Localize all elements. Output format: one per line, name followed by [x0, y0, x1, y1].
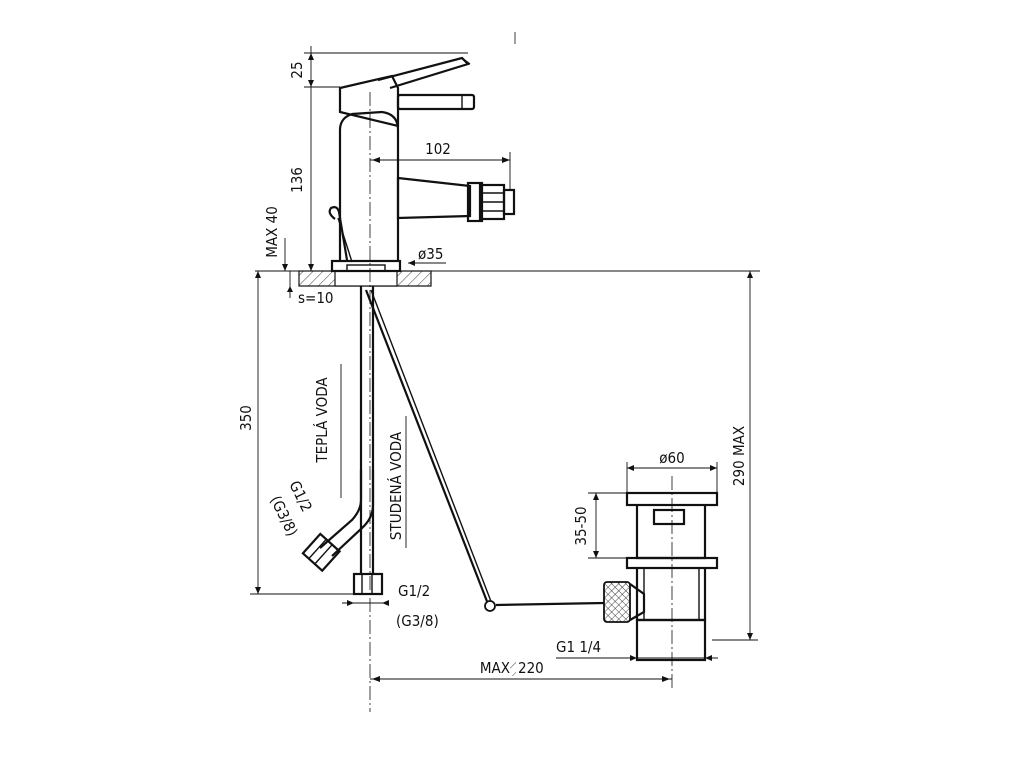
- dim-drain-adjust-text: 35-50: [572, 506, 590, 545]
- drain-rod: [364, 289, 605, 612]
- dimension-max-reach: MAX 220: [370, 659, 672, 682]
- cold-water-text: STUDENÁ VODA: [386, 431, 405, 540]
- dimension-total-height: 290 MAX: [712, 271, 758, 641]
- dimension-deck-thickness: s=10: [287, 271, 334, 307]
- dim-hose-length-text: 350: [237, 405, 255, 431]
- faucet-body: [330, 56, 476, 273]
- dimension-spout-height: 136: [288, 92, 314, 271]
- dimension-hose-length: 350: [237, 271, 354, 595]
- hot-water-text: TEPLÁ VODA: [312, 377, 331, 464]
- dimension-max-deck: MAX 40: [263, 206, 288, 271]
- dimension-spout-reach: 102: [370, 140, 511, 190]
- dim-base-diameter-text: ø35: [418, 245, 443, 263]
- dim-drain-thread-text: G1 1/4: [556, 638, 601, 656]
- dimension-drain-adjust: 35-50: [572, 492, 627, 559]
- dim-drain-diameter-text: ø60: [659, 449, 684, 467]
- spout: [396, 176, 516, 223]
- popup-lever: [328, 206, 353, 263]
- cold-water-label: STUDENÁ VODA: [386, 416, 407, 548]
- countertop: [255, 270, 760, 287]
- dim-max-reach-value: 220: [518, 659, 544, 677]
- dimension-handle-rise: 25: [288, 46, 468, 92]
- popup-waste: [603, 491, 719, 662]
- cold-thread-label: G1/2 (G3/8): [342, 582, 439, 630]
- supply-hoses: [301, 286, 384, 596]
- hot-thread-label: G1/2 (G3/8): [266, 478, 315, 539]
- cold-thread-alt-text: (G3/8): [396, 612, 439, 630]
- dim-spout-reach-text: 102: [425, 140, 451, 158]
- dim-total-height-text: 290 MAX: [730, 426, 748, 486]
- cold-thread-text: G1/2: [398, 582, 430, 600]
- dim-handle-rise-text: 25: [288, 61, 306, 78]
- hot-water-label: TEPLÁ VODA: [312, 364, 342, 498]
- dim-deck-thickness-text: s=10: [298, 289, 334, 307]
- dimension-base-diameter: ø35: [408, 245, 446, 266]
- dimension-drain-thread: G1 1/4: [556, 638, 718, 661]
- dim-max-deck-text: MAX 40: [263, 206, 281, 258]
- dim-spout-height-text: 136: [288, 167, 306, 193]
- center-axes: [369, 32, 673, 712]
- dimension-drain-diameter: ø60: [626, 449, 718, 493]
- dim-max-reach-prefix: MAX: [480, 659, 510, 677]
